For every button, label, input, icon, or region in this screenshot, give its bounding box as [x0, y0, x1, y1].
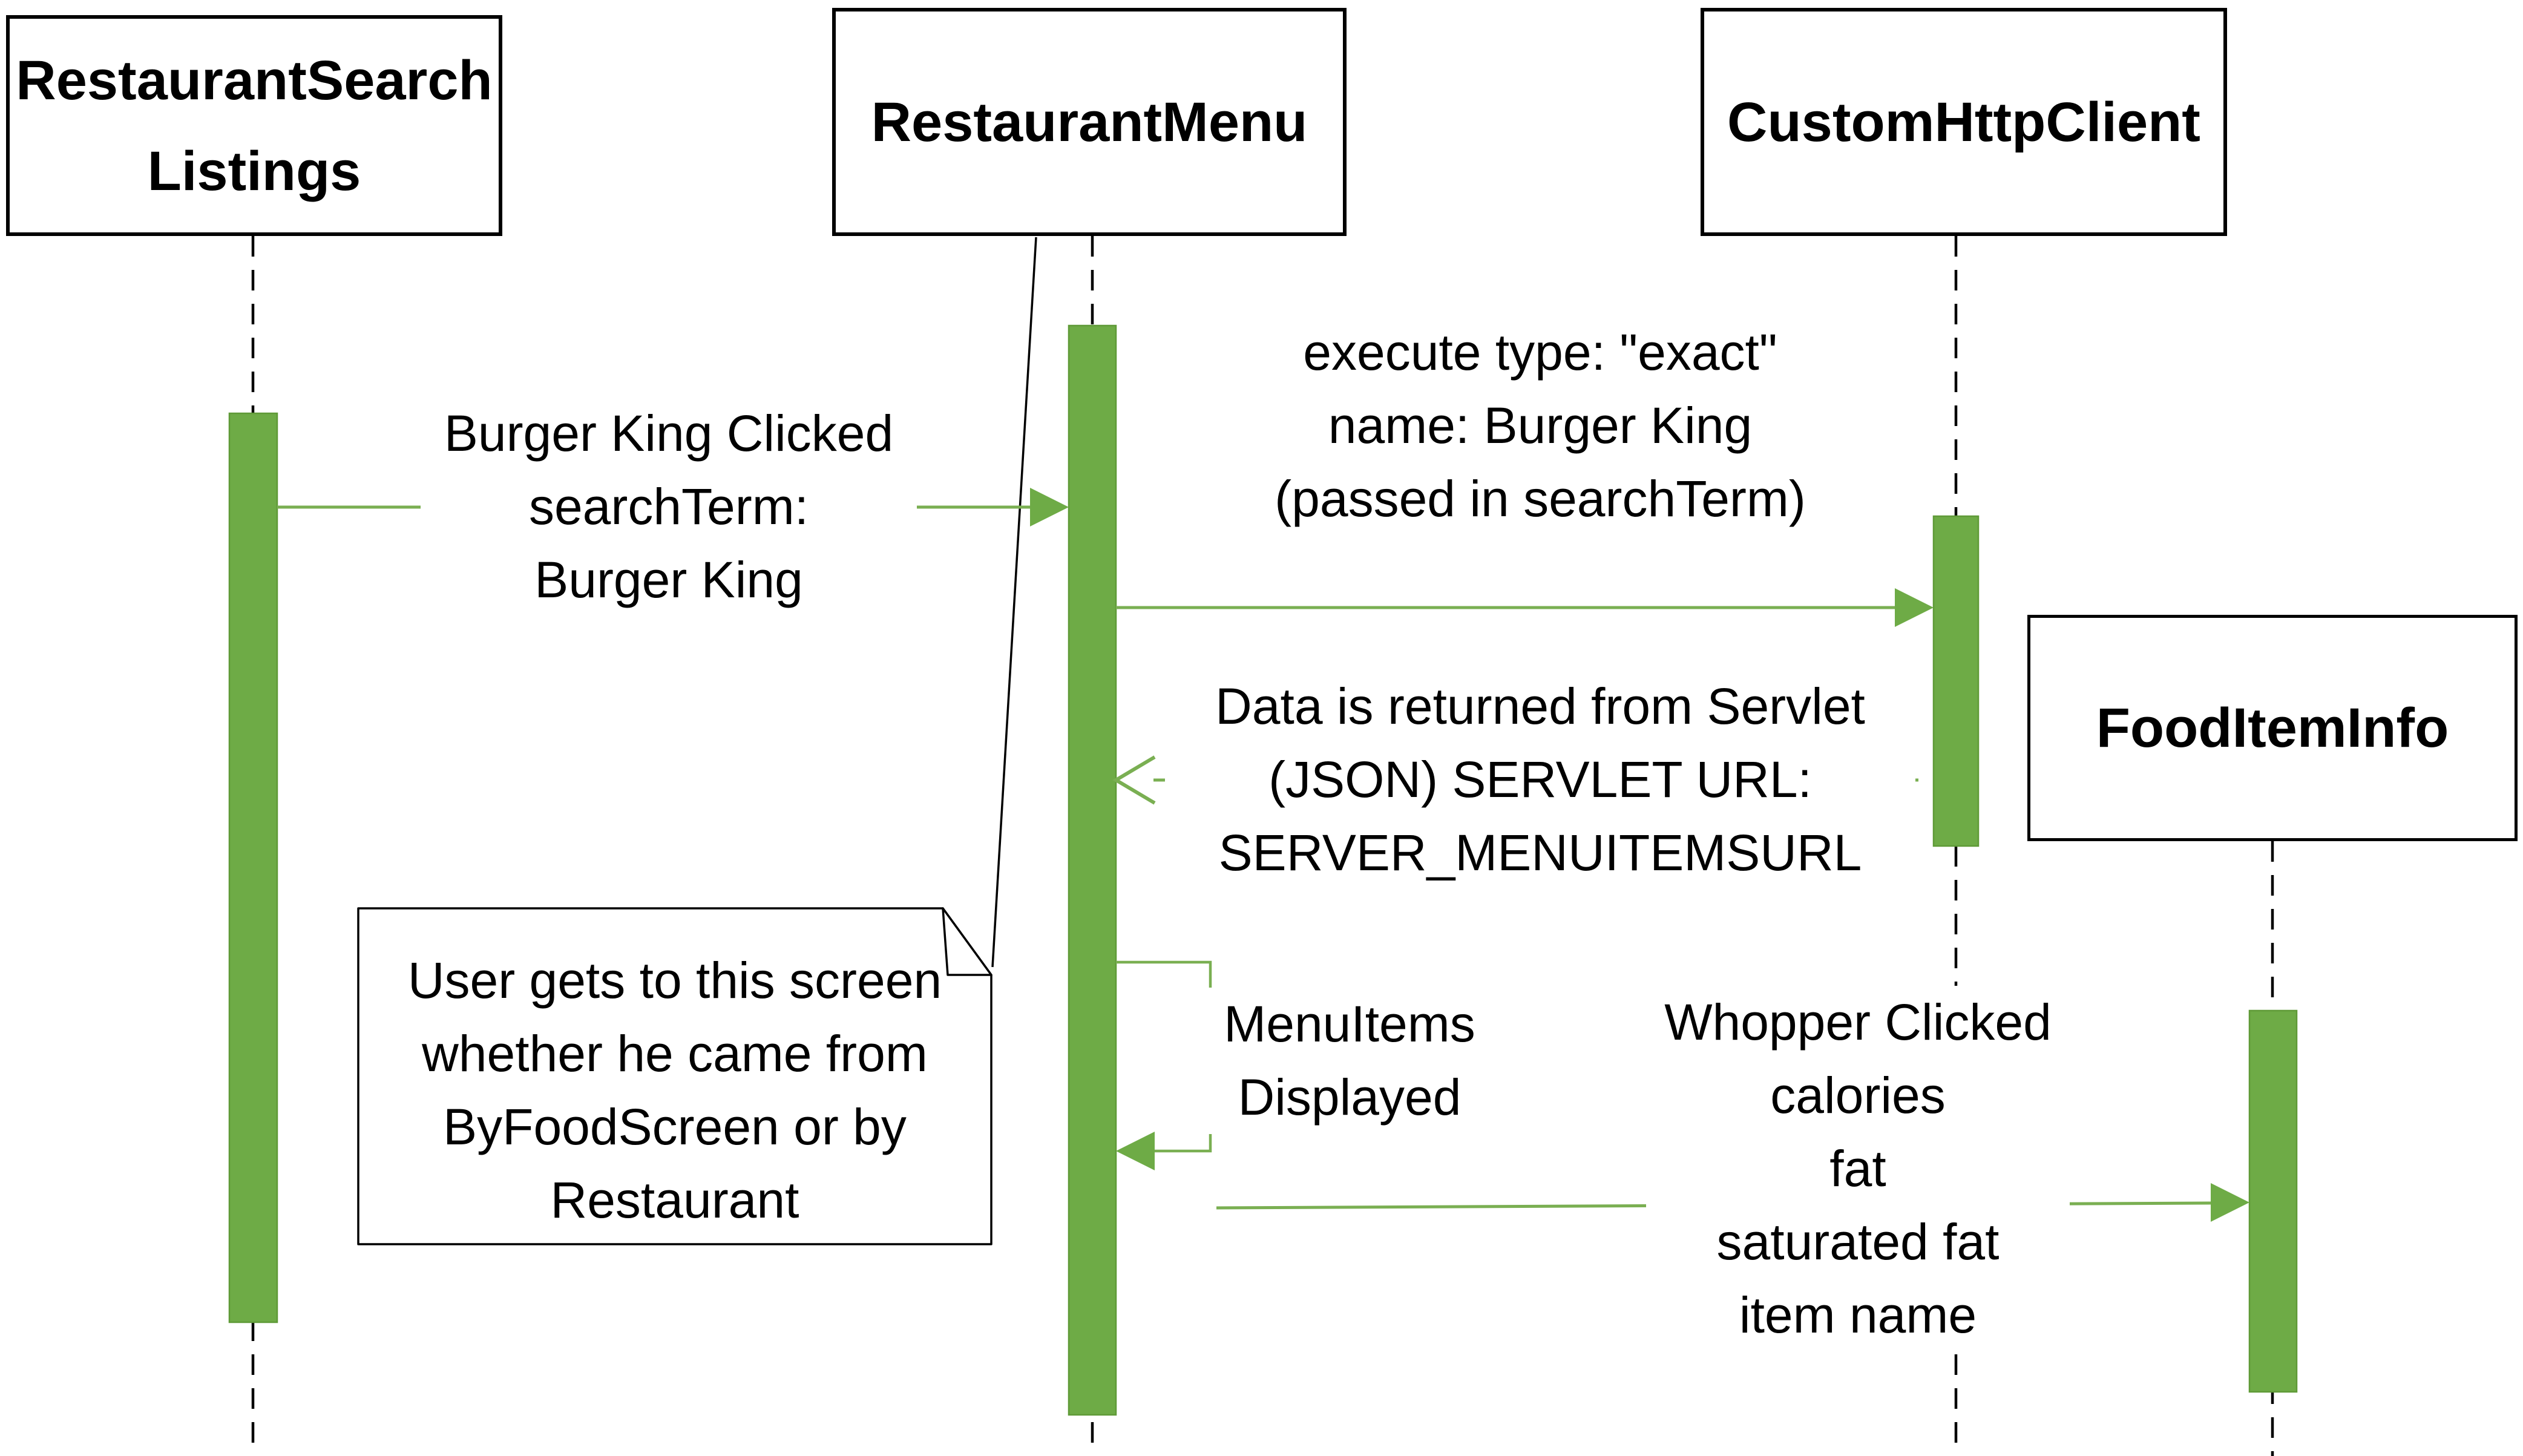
- message-1-label: Burger King Clicked searchTerm: Burger K…: [421, 397, 917, 617]
- message-5-arrowhead-icon: [2211, 1183, 2249, 1222]
- self-message-arrowhead-icon: [1116, 1132, 1155, 1170]
- activation-bar-food-item-info: [2248, 1009, 2298, 1393]
- object-box-restaurant-menu: RestaurantMenu: [832, 8, 1347, 236]
- object-box-custom-http-client: CustomHttpClient: [1701, 8, 2227, 236]
- message-3-label: Data is returned from Servlet (JSON) SER…: [1165, 670, 1915, 890]
- object-box-food-item-info: FoodItemInfo: [2027, 615, 2518, 841]
- note-text: User gets to this screen whether he came…: [407, 952, 942, 1228]
- activation-bar-restaurant-menu: [1068, 324, 1117, 1416]
- note-folded-corner-icon: [942, 907, 992, 976]
- message-2-arrowhead-icon: [1895, 588, 1934, 627]
- object-label-food-item-info: FoodItemInfo: [2096, 697, 2449, 759]
- self-message-label: MenuItems Displayed: [1204, 988, 1495, 1134]
- message-1-arrowhead-icon: [1030, 488, 1069, 526]
- object-box-restaurant-search-listings: RestaurantSearch Listings: [6, 15, 502, 236]
- message-5-label: Whopper Clicked calories fat saturated f…: [1646, 986, 2070, 1352]
- note-shape: [357, 907, 992, 1245]
- note-connector-line: [991, 237, 1037, 968]
- activation-bar-restaurant-search-listings: [228, 412, 278, 1323]
- self-message-bracket: [1116, 960, 1212, 1153]
- object-label-restaurant-menu: RestaurantMenu: [871, 91, 1308, 153]
- message-2-label: execute type: "exact" name: Burger King …: [1250, 316, 1831, 536]
- object-label-custom-http-client: CustomHttpClient: [1727, 91, 2200, 153]
- object-label-restaurant-search-listings: RestaurantSearch Listings: [16, 49, 493, 202]
- activation-bar-custom-http-client: [1932, 515, 1980, 847]
- message-3-open-arrowhead-icon: [1112, 755, 1156, 805]
